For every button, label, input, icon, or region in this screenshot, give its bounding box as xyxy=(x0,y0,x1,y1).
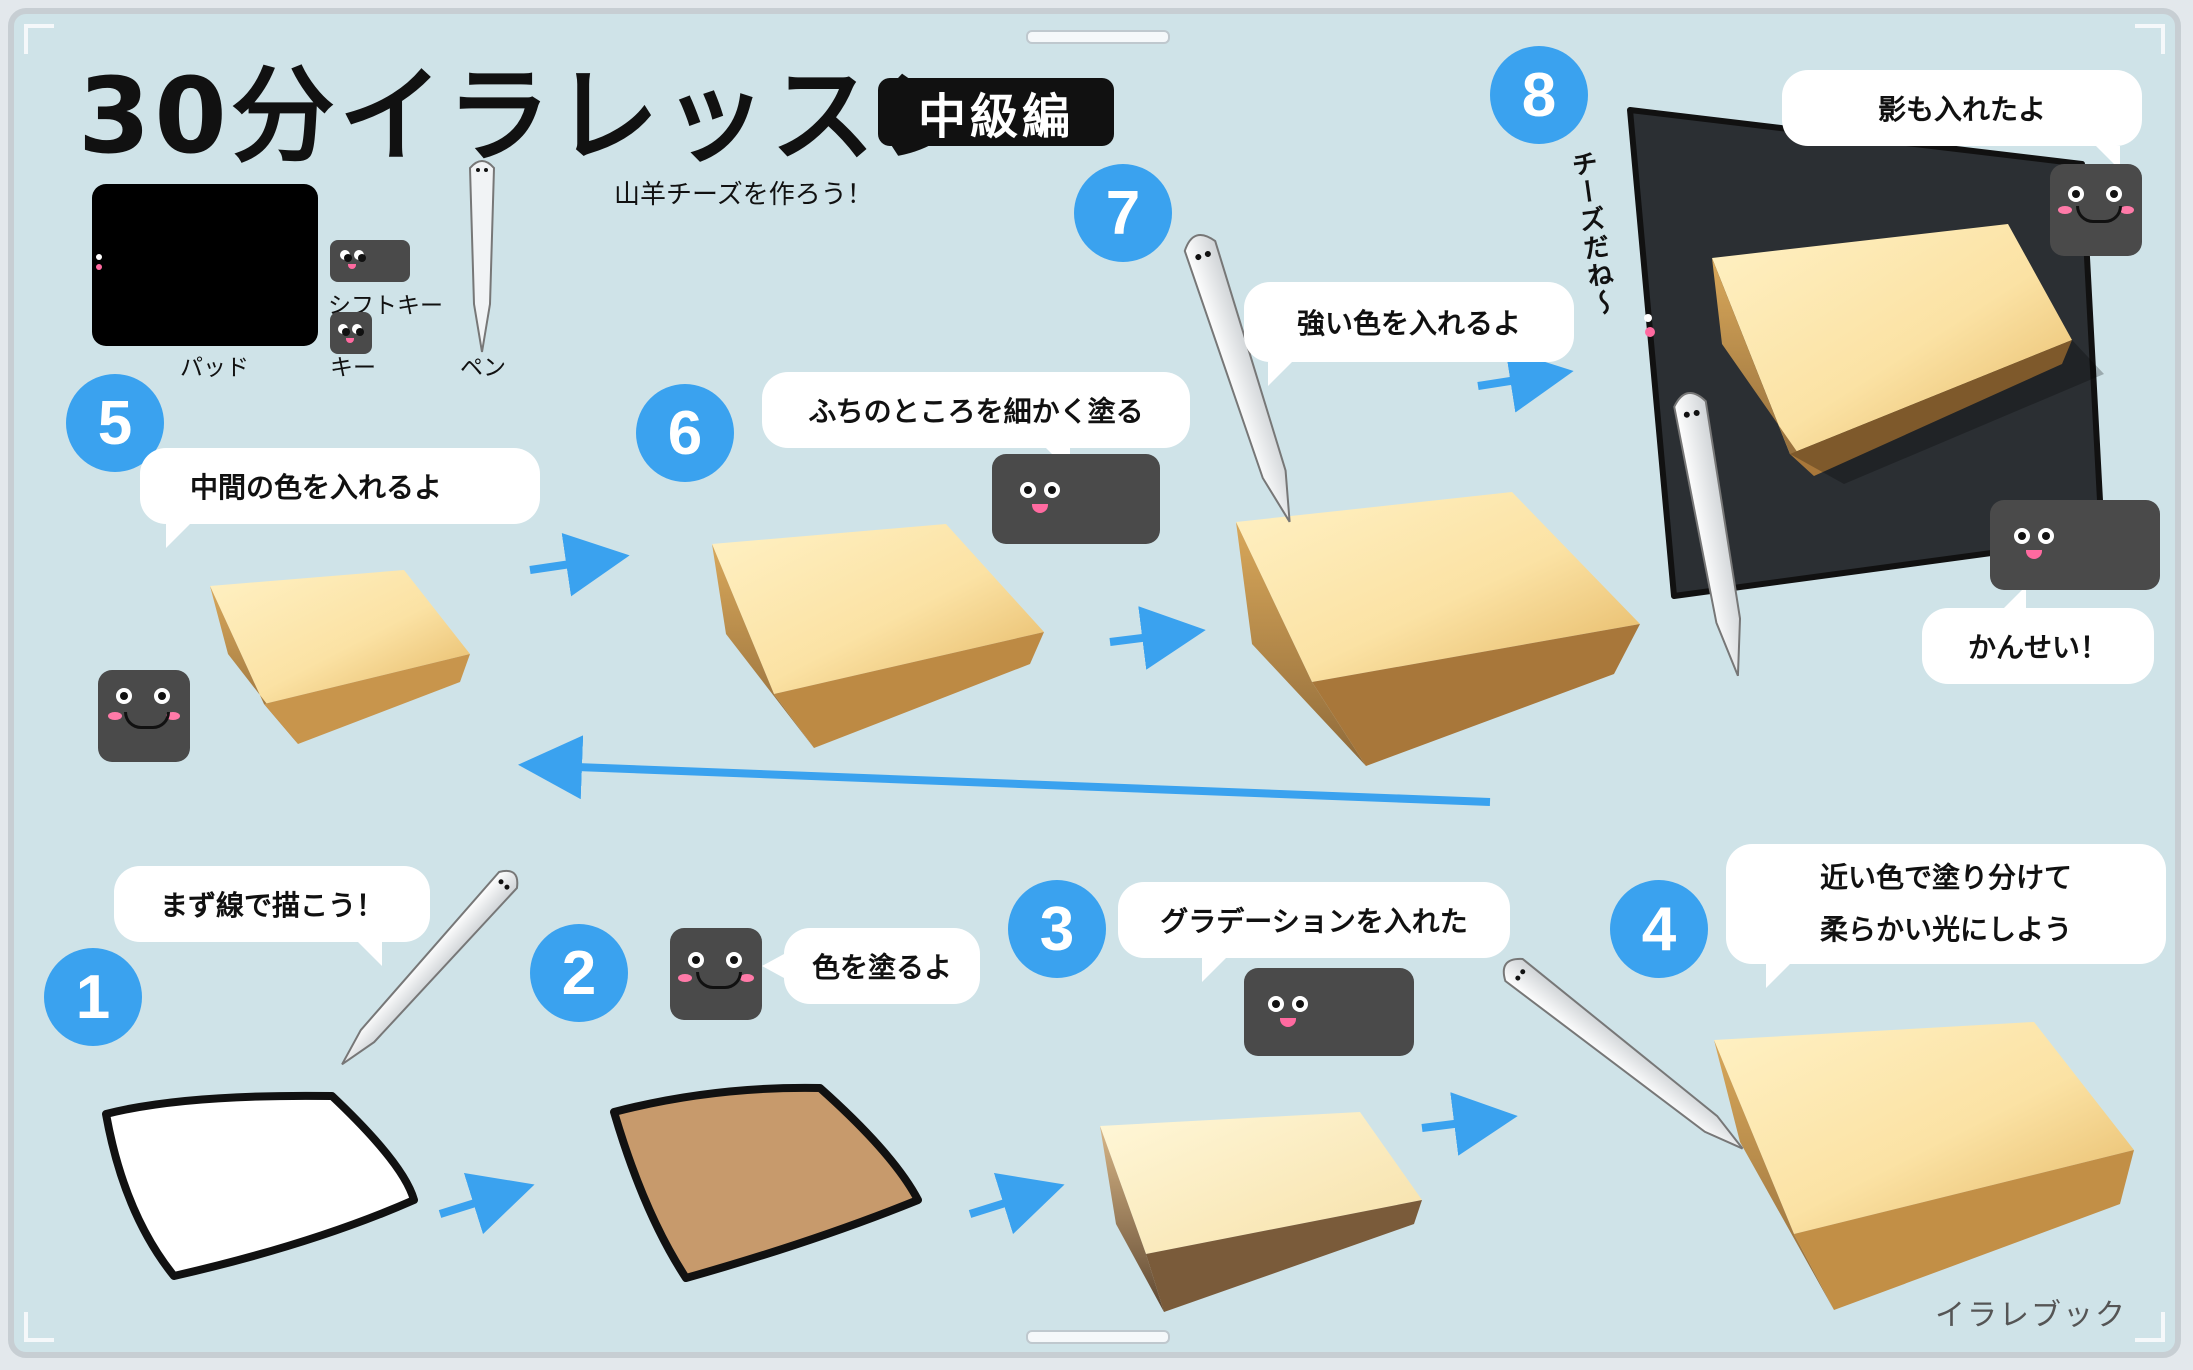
step-number-7: 7 xyxy=(1074,164,1172,262)
bubble-step8-text: 影も入れたよ xyxy=(1877,93,2046,126)
step-number-4: 4 xyxy=(1610,880,1708,978)
illustration-layer xyxy=(102,107,2134,1312)
bubble-step1: まず線で描こう！ xyxy=(114,866,430,966)
step-number-3: 3 xyxy=(1008,880,1106,978)
arrow-3-4 xyxy=(1421,1092,1518,1156)
arrow-6-7 xyxy=(1109,606,1206,670)
arrow-5-6 xyxy=(529,532,630,597)
arrow-2-3 xyxy=(968,1173,1065,1235)
bubble-step5-text: 中間の色を入れるよ xyxy=(190,471,443,504)
frame-corner-bl xyxy=(24,1312,54,1342)
step2-filled-shape xyxy=(610,1083,922,1282)
step4-cheese xyxy=(1714,1022,2134,1310)
key-character-step2 xyxy=(670,928,762,1020)
bubble-step4-line1: 近い色で塗り分けて xyxy=(1819,861,2072,894)
pen-step4 xyxy=(1502,957,1744,1150)
frame-notch-bottom xyxy=(1026,1330,1170,1344)
arrow-back xyxy=(518,735,1491,806)
step3-cheese xyxy=(1100,1112,1422,1312)
frame-corner-tl xyxy=(24,24,54,54)
frame-corner-br xyxy=(2135,1312,2165,1342)
pen-step1 xyxy=(341,869,519,1066)
arrow-7-8 xyxy=(1477,349,1574,413)
page-title: 30分イラレッスン xyxy=(78,55,987,177)
step-number-5: 5 xyxy=(66,374,164,472)
bubble-step6: ふちのところを細かく塗る xyxy=(762,372,1190,472)
key-character-step5 xyxy=(98,670,190,762)
bubble-step3: グラデーションを入れた xyxy=(1118,882,1510,982)
bubble-complete-text: かんせい！ xyxy=(1967,631,2108,664)
pen-step8 xyxy=(1673,392,1742,677)
shift-character-step3 xyxy=(1244,968,1414,1056)
step-number-6: 6 xyxy=(636,384,734,482)
frame-corner-tr xyxy=(2135,24,2165,54)
key-label: キー xyxy=(330,355,376,381)
bubble-step2: 色を塗るよ xyxy=(762,928,980,1004)
step-number-8: 8 xyxy=(1490,46,1588,144)
step-number-1: 1 xyxy=(44,948,142,1046)
bubble-step7: 強い色を入れるよ xyxy=(1244,282,1574,386)
pad-label: パッド xyxy=(180,355,249,381)
arrow-1-2 xyxy=(438,1173,535,1235)
shift-character-step6 xyxy=(992,454,1160,544)
step-number-2: 2 xyxy=(530,924,628,1022)
tablet-device xyxy=(1627,107,2105,599)
frame-notch-top xyxy=(1026,30,1170,44)
bubble-step6-text: ふちのところを細かく塗る xyxy=(808,395,1144,428)
bubble-complete: かんせい！ xyxy=(1922,586,2154,684)
bubble-step2-text: 色を塗るよ xyxy=(811,951,952,984)
step5-cheese xyxy=(210,570,470,744)
bubble-step1-text: まず線で描こう！ xyxy=(159,889,384,922)
pad-icon xyxy=(92,184,318,346)
key-icon xyxy=(330,312,372,354)
step1-outline-shape xyxy=(102,1091,418,1280)
key-character-step8 xyxy=(2050,164,2142,256)
pen-label: ペン xyxy=(460,355,506,381)
pen-legend-icon xyxy=(468,160,496,353)
shift-character-step8 xyxy=(1990,500,2160,590)
bubble-step8: 影も入れたよ xyxy=(1782,70,2142,170)
lesson-canvas: 30分イラレッスン 中級編 山羊チーズを作ろう！ パッド シフトキー キー ペン xyxy=(8,8,2181,1358)
lesson-subtitle: 山羊チーズを作ろう！ xyxy=(614,180,873,210)
credit-watermark: イラレブック xyxy=(1935,1298,2127,1333)
bubble-step7-text: 強い色を入れるよ xyxy=(1296,307,1521,340)
bubble-step4: 近い色で塗り分けて 柔らかい光にしよう xyxy=(1726,844,2166,988)
level-badge: 中級編 xyxy=(878,78,1114,146)
step6-cheese xyxy=(712,524,1044,748)
bubble-step5: 中間の色を入れるよ xyxy=(140,448,540,548)
bubble-step4-line2: 柔らかい光にしよう xyxy=(1819,913,2072,946)
pen-step7 xyxy=(1183,233,1291,523)
bubble-step3-text: グラデーションを入れた xyxy=(1160,905,1468,938)
step7-cheese xyxy=(1236,492,1640,766)
shift-key-icon xyxy=(330,240,410,282)
